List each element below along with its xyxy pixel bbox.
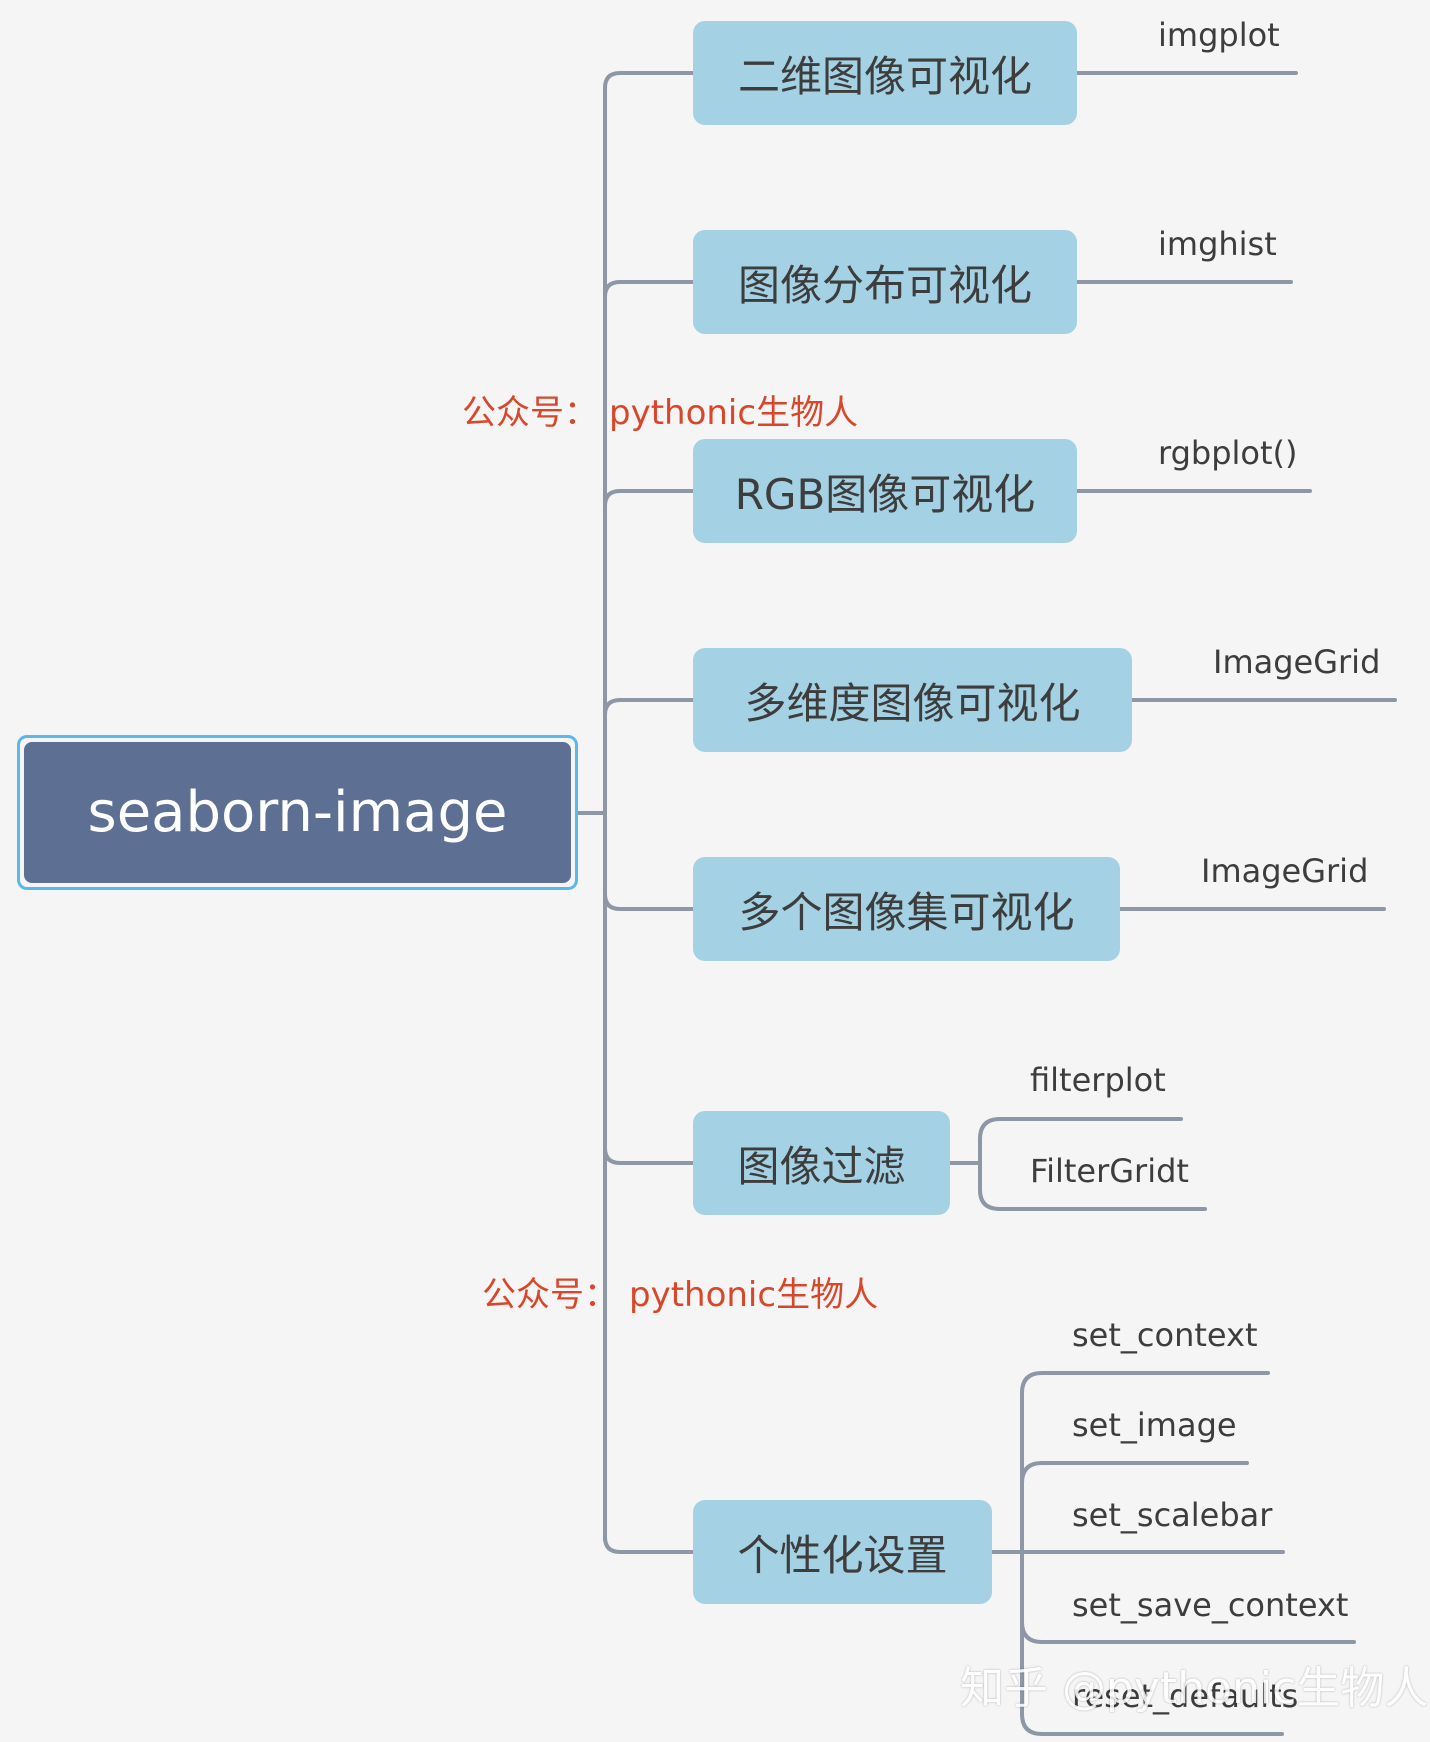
connector-leaf-set-context: [1020, 1371, 1270, 1395]
connector-filter-bracket: [978, 1117, 1207, 1211]
connector-branch-5: [603, 892, 695, 911]
connector-branch-7: [603, 1535, 695, 1554]
leaf-imghist[interactable]: imghist: [1158, 225, 1277, 263]
branch-node-filter[interactable]: 图像过滤: [693, 1111, 950, 1215]
watermark-lower-name: pythonic生物人: [629, 1275, 879, 1315]
branch-node-multidim[interactable]: 多维度图像可视化: [693, 648, 1132, 752]
connector-leaf-set-image: [1020, 1461, 1249, 1485]
connector-branch-3: [603, 489, 695, 508]
branch-node-distribution[interactable]: 图像分布可视化: [693, 230, 1077, 334]
root-node-label: seaborn-image: [24, 742, 571, 883]
watermark-lower-prefix: 公众号：: [482, 1275, 618, 1315]
branch-node-2d[interactable]: 二维图像可视化: [693, 21, 1077, 125]
leaf-reset-defaults[interactable]: reset_defaults: [1072, 1677, 1299, 1715]
leaf-filterplot[interactable]: filterplot: [1030, 1061, 1166, 1099]
leaf-rgbplot[interactable]: rgbplot(): [1158, 434, 1298, 472]
branch-node-settings[interactable]: 个性化设置: [693, 1500, 992, 1604]
leaf-set-image[interactable]: set_image: [1072, 1406, 1237, 1444]
branch-node-multiset[interactable]: 多个图像集可视化: [693, 857, 1120, 961]
connector-branch-4: [603, 698, 695, 717]
connector-leaf-reset-defaults: [1020, 1712, 1284, 1736]
leaf-imagegrid-multiset[interactable]: ImageGrid: [1201, 852, 1369, 890]
watermark-upper-prefix: 公众号：: [462, 393, 598, 433]
leaf-filtergridt[interactable]: FilterGridt: [1030, 1152, 1189, 1190]
leaf-imagegrid-multidim[interactable]: ImageGrid: [1213, 643, 1381, 681]
connector-branch-6: [603, 1146, 695, 1165]
site-watermark: 知乎 @pythonic生物人: [960, 1663, 1429, 1714]
leaf-set-context[interactable]: set_context: [1072, 1316, 1258, 1354]
connector-branch-2: [603, 280, 695, 299]
connector-branch-1: [603, 71, 695, 90]
root-node[interactable]: seaborn-image: [17, 735, 578, 890]
branch-node-rgb[interactable]: RGB图像可视化: [693, 439, 1077, 543]
leaf-set-scalebar[interactable]: set_scalebar: [1072, 1496, 1273, 1534]
watermark-upper-name: pythonic生物人: [609, 393, 859, 433]
connector-leaf-set-save-context: [1020, 1620, 1356, 1644]
leaf-imgplot[interactable]: imgplot: [1158, 16, 1280, 54]
leaf-set-save-context[interactable]: set_save_context: [1072, 1586, 1349, 1624]
